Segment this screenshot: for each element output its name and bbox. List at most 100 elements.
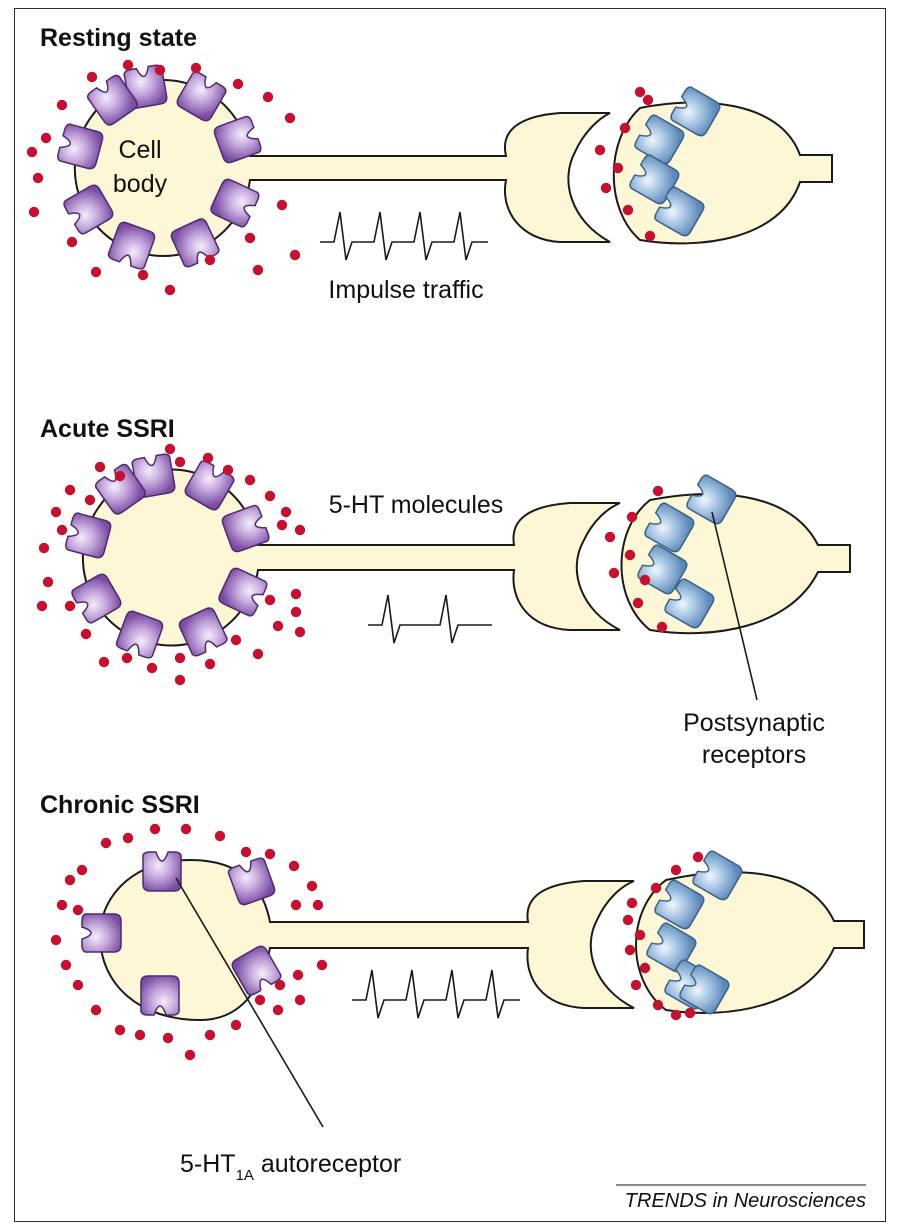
5ht-molecule: [272, 1004, 284, 1016]
5ht-molecule: [639, 962, 651, 974]
5ht-molecule: [222, 464, 234, 476]
5ht-molecule: [626, 511, 638, 523]
5ht-molecule: [230, 634, 242, 646]
5ht-molecule: [252, 648, 264, 660]
5ht-molecule: [289, 249, 301, 261]
5ht-molecule: [276, 519, 288, 531]
5ht-molecule: [50, 506, 62, 518]
cell-body-label-line1: Cell: [118, 136, 161, 164]
5ht-molecule: [94, 461, 106, 473]
5ht-molecule: [670, 864, 682, 876]
impulse-wave: [352, 969, 520, 1019]
5ht-molecule: [64, 874, 76, 886]
autoreceptor-icon: [115, 610, 164, 659]
postsynaptic-label-line1: Postsynaptic: [683, 709, 825, 737]
5ht-molecule: [612, 162, 624, 174]
5ht-molecule: [244, 232, 256, 244]
5ht-molecule: [184, 1049, 196, 1061]
5ht-molecule: [164, 443, 176, 455]
5ht-molecule: [204, 658, 216, 670]
5ht-molecule: [630, 979, 642, 991]
autoreceptor-icon: [107, 221, 156, 270]
5ht-molecule: [312, 899, 324, 911]
5ht-molecule: [66, 236, 78, 248]
5ht-molecule: [232, 78, 244, 90]
5ht-molecule: [280, 506, 292, 518]
5ht-molecule: [622, 914, 634, 926]
5ht-molecule: [619, 122, 631, 134]
5ht-molecule: [137, 269, 149, 281]
autoreceptor-label-prefix: 5-HT: [180, 1150, 236, 1178]
5ht-molecule: [284, 112, 296, 124]
cell-body-label-line2: body: [113, 170, 168, 198]
5ht-molecule: [626, 897, 638, 909]
autoreceptor-label: 5-HT1A autoreceptor: [180, 1150, 401, 1184]
5ht-molecule: [290, 588, 302, 600]
postsynaptic-receptor-icon: [654, 186, 705, 237]
5ht-molecule: [670, 1009, 682, 1021]
5ht-molecule: [121, 652, 133, 664]
panel-title-chronic: Chronic SSRI: [40, 791, 200, 819]
5ht-molecule: [42, 576, 54, 588]
5ht-molecule: [608, 567, 620, 579]
5ht-molecule: [180, 823, 192, 835]
5ht-molecule: [692, 851, 704, 863]
5ht-molecule: [262, 91, 274, 103]
5ht-molecule: [290, 606, 302, 618]
receptors-and-molecules: [26, 59, 743, 1061]
autoreceptor-icon: [231, 945, 282, 996]
5ht-molecule: [76, 864, 88, 876]
5ht-molecule: [72, 904, 84, 916]
5ht-molecule: [622, 204, 634, 216]
postsynaptic-receptor-icon: [634, 114, 685, 165]
5ht-molecule: [122, 59, 134, 71]
5ht-molecule: [56, 99, 68, 111]
5ht-molecule: [639, 574, 651, 586]
autoreceptor-icon: [57, 123, 104, 170]
5ht-molecule: [254, 994, 266, 1006]
autoreceptor-icon: [123, 64, 168, 109]
postsynaptic-receptor-icon: [664, 578, 715, 629]
5ht-molecule: [174, 674, 186, 686]
postsynaptic-receptor-icon: [692, 850, 743, 901]
autoreceptor-label-suffix: autoreceptor: [254, 1150, 401, 1178]
credit-text: TRENDS in Neurosciences: [625, 1190, 866, 1212]
5ht-molecule: [294, 994, 306, 1006]
5ht-molecule: [684, 1007, 696, 1019]
autoreceptor-icon: [71, 573, 122, 624]
5ht-molecule: [634, 929, 646, 941]
autoreceptor-icon: [221, 504, 270, 553]
5ht-molecule: [36, 600, 48, 612]
impulse-wave: [320, 211, 488, 261]
5ht-molecule: [252, 264, 264, 276]
5ht-molecule: [146, 662, 158, 674]
postsynaptic-label-line2: receptors: [702, 741, 806, 769]
5ht-molecule: [274, 979, 286, 991]
impulse-wave: [368, 594, 492, 644]
5ht-molecule: [164, 284, 176, 296]
autoreceptor-icon: [218, 567, 268, 617]
5ht-molecule: [28, 206, 40, 218]
5ht-molecule: [72, 979, 84, 991]
5ht-molecule: [230, 1019, 242, 1031]
5ht-molecule: [134, 1029, 146, 1041]
5ht-molecule: [292, 969, 304, 981]
5ht-molecule: [244, 474, 256, 486]
5ht-molecule: [204, 1029, 216, 1041]
autoreceptor-icon: [94, 463, 146, 515]
panel-chronic: [98, 858, 865, 1022]
5ht-molecule: [149, 823, 161, 835]
5ht-molecule: [26, 146, 38, 158]
postsynaptic-receptor-icon: [637, 544, 688, 595]
5ht-molecule: [306, 880, 318, 892]
postsynaptic-receptor-icon: [679, 964, 730, 1015]
postsynaptic-leader-line: [711, 511, 758, 701]
5ht-molecule: [154, 64, 166, 76]
5ht-molecule: [56, 899, 68, 911]
5ht-molecule: [214, 830, 226, 842]
5ht-molecule: [294, 524, 306, 536]
5ht-molecule: [98, 656, 110, 668]
5ht-molecule: [294, 626, 306, 638]
5ht-molecule: [264, 594, 276, 606]
